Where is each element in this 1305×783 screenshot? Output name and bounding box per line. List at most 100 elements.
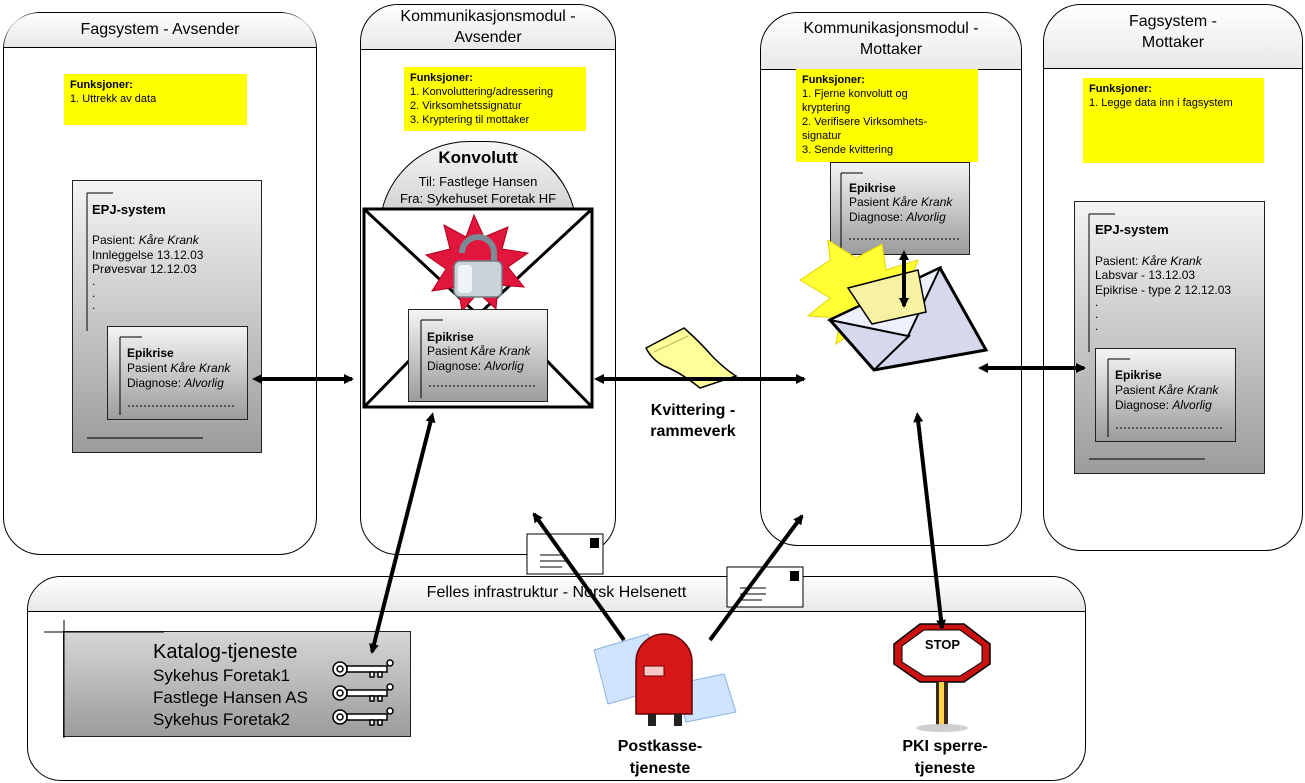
pki-label-2: tjeneste: [914, 760, 976, 777]
epikrise-title: Epikrise: [127, 346, 174, 360]
doc-corner-marks: [119, 336, 236, 415]
function-item: 1. Konvoluttering/adressering: [410, 86, 554, 98]
patient-label: Pasient:: [1095, 254, 1139, 268]
diagnosis-value: Alvorlig: [484, 359, 524, 373]
panel-title-text: Kommunikasjonsmodul - Avsender: [400, 8, 576, 46]
patient-name: Kåre Krank: [1158, 383, 1219, 397]
envelope-to: Til: Fastlege Hansen: [418, 174, 538, 189]
epikrise-patient-row: Pasient Kåre Krank: [127, 361, 230, 376]
functions-header: Funksjoner:: [802, 74, 865, 86]
doc-corner-marks: [840, 172, 959, 251]
epikrise-diagnosis-row: Diagnose: Alvorlig: [849, 210, 946, 225]
epj-patient-row: Pasient: Kåre Krank: [92, 233, 199, 248]
diagnosis-value: Alvorlig: [906, 210, 946, 224]
epj-title: EPJ-system: [92, 202, 166, 217]
epikrise-patient-row: Pasient Kåre Krank: [1115, 383, 1218, 398]
panel-title: Kommunikasjonsmodul - Mottaker: [760, 18, 1022, 60]
doc-corner-marks: [1088, 213, 1205, 460]
open-envelope-icon: [799, 240, 989, 372]
catalog-entry: Fastlege Hansen AS: [153, 688, 308, 707]
panel-title-text: Kommunikasjonsmodul - Mottaker: [803, 20, 979, 58]
epj-line: .: [1095, 319, 1099, 333]
patient-name: Kåre Krank: [138, 233, 199, 247]
patient-label: Pasient: [1115, 383, 1156, 397]
function-item: 2. Verifisere Virksomhets-signatur: [802, 116, 928, 142]
epikrise-title: Epikrise: [1115, 368, 1162, 382]
catalog-entry: Sykehus Foretak2: [153, 710, 291, 729]
epikrise-box: Epikrise Pasient Kåre Krank Diagnose: Al…: [408, 309, 548, 402]
catalog-entry: Sykehus Foretak1: [153, 666, 291, 685]
panel-title: Fagsystem - Avsender: [80, 21, 240, 38]
diagnosis-value: Alvorlig: [1172, 398, 1212, 412]
functions-header: Funksjoner:: [1089, 83, 1152, 95]
patient-name: Kåre Krank: [892, 195, 953, 209]
epj-line: .: [92, 286, 96, 300]
doc-corner-marks: [86, 192, 203, 439]
diagnosis-label: Diagnose:: [427, 359, 482, 373]
functions-box: Funksjoner: 1. Uttrekk av data: [64, 74, 247, 125]
diagnosis-label: Diagnose:: [127, 376, 182, 390]
epikrise-box: Epikrise Pasient Kåre Krank Diagnose: Al…: [107, 326, 248, 420]
diagnosis-value: Alvorlig: [184, 376, 224, 390]
patient-name: Kåre Krank: [170, 361, 231, 375]
epj-line: Labsvar - 13.12.03: [1095, 268, 1196, 282]
epj-line: Prøvesvar 12.12.03: [92, 262, 197, 276]
envelope-from: Fra: Sykehuset Foretak HF: [399, 191, 557, 206]
doc-corner-marks: [44, 620, 164, 738]
epj-line: .: [1095, 307, 1099, 321]
key-icon: [332, 683, 394, 702]
key-icons: [332, 659, 394, 726]
epj-line: .: [92, 274, 96, 288]
mailbox-icon: [593, 633, 737, 726]
mail-envelope-icon: [526, 533, 604, 575]
epj-line: .: [1095, 295, 1099, 309]
function-item: 2. Virksomhetssignatur: [410, 100, 522, 112]
patient-label: Pasient: [849, 195, 890, 209]
epikrise-box: Epikrise Pasient Kåre Krank Diagnose: Al…: [830, 162, 970, 255]
key-icon: [332, 707, 394, 726]
catalog-box: Katalog-tjeneste Sykehus Foretak1 Fastle…: [44, 620, 411, 738]
epikrise-box: Epikrise Pasient Kåre Krank Diagnose: Al…: [1095, 348, 1236, 442]
epikrise-diagnosis-row: Diagnose: Alvorlig: [127, 376, 224, 391]
functions-box: Funksjoner: 1. Fjerne konvolutt og krypt…: [796, 69, 978, 162]
epikrise-patient-row: Pasient Kåre Krank: [427, 344, 530, 359]
functions-box: Funksjoner: 1. Legge data inn i fagsyste…: [1083, 78, 1264, 163]
epikrise-title: Epikrise: [427, 330, 474, 344]
patient-label: Pasient: [127, 361, 168, 375]
function-item: 1. Legge data inn i fagsystem: [1089, 97, 1233, 109]
key-icon: [332, 659, 394, 678]
diagnosis-label: Diagnose:: [1115, 398, 1170, 412]
panel-title: Fagsystem - Mottaker: [1043, 11, 1303, 53]
epj-title: EPJ-system: [1095, 222, 1169, 237]
epj-line: .: [92, 298, 96, 312]
function-item: 1. Fjerne konvolutt og kryptering: [802, 88, 908, 114]
panel-title-band: [4, 13, 316, 48]
function-item: 3. Kryptering til mottaker: [410, 114, 530, 126]
epikrise-diagnosis-row: Diagnose: Alvorlig: [1115, 398, 1212, 413]
panel-title-band: [761, 13, 1021, 70]
stop-sign-text: STOP: [924, 637, 961, 652]
patient-name: Kåre Krank: [1141, 254, 1202, 268]
function-item: 3. Sende kvittering: [802, 144, 894, 156]
envelope-title: Konvolutt: [438, 148, 518, 167]
infrastructure-title: Felles infrastruktur - Norsk Helsenett: [426, 584, 687, 601]
panel-title: Kommunikasjonsmodul - Avsender: [360, 6, 616, 48]
mail-envelope-icon: [726, 566, 804, 608]
diagnosis-label: Diagnose:: [849, 210, 904, 224]
functions-header: Funksjoner:: [410, 72, 473, 84]
epikrise-diagnosis-row: Diagnose: Alvorlig: [427, 359, 524, 374]
panel-title-text: Fagsystem - Mottaker: [1128, 13, 1217, 51]
doc-corner-marks: [1107, 358, 1224, 437]
patient-label: Pasient: [427, 344, 468, 358]
pki-label-1: PKI sperre-: [902, 738, 988, 755]
functions-box: Funksjoner: 1. Konvoluttering/adresserin…: [404, 67, 586, 131]
receipt-label-2: rammeverk: [650, 423, 736, 440]
epj-line: Epikrise - type 2 12.12.03: [1095, 283, 1232, 297]
functions-header: Funksjoner:: [70, 79, 133, 91]
patient-label: Pasient:: [92, 233, 136, 247]
function-item: 1. Uttrekk av data: [70, 93, 157, 105]
panel-title-band: [361, 5, 615, 50]
patient-name: Kåre Krank: [470, 344, 531, 358]
mailbox-label-1: Postkasse-: [617, 738, 703, 755]
epikrise-title: Epikrise: [849, 181, 896, 195]
